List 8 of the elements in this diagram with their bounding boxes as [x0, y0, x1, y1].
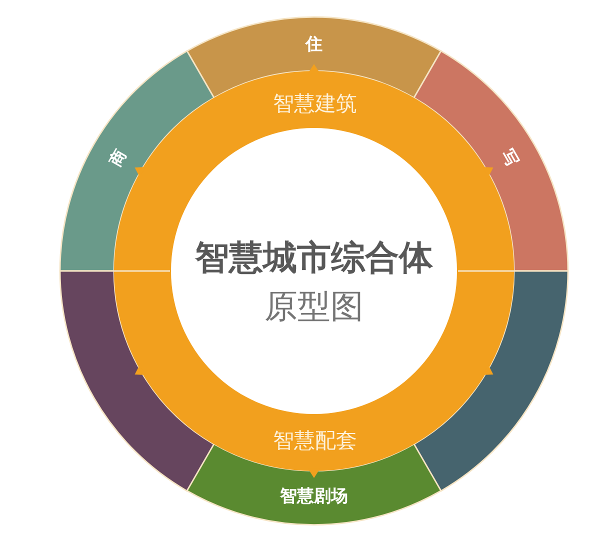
segment-label: 写	[498, 147, 521, 169]
center-title: 智慧城市综合体	[195, 241, 433, 275]
ring-label: 智慧建筑	[273, 94, 357, 114]
segment-label: 智慧剧场	[280, 488, 348, 506]
segment-label: 住	[306, 36, 322, 54]
center-subtitle: 原型图	[264, 290, 364, 322]
segment-label: 商	[107, 147, 130, 169]
ring-label: 智慧配套	[273, 430, 357, 452]
